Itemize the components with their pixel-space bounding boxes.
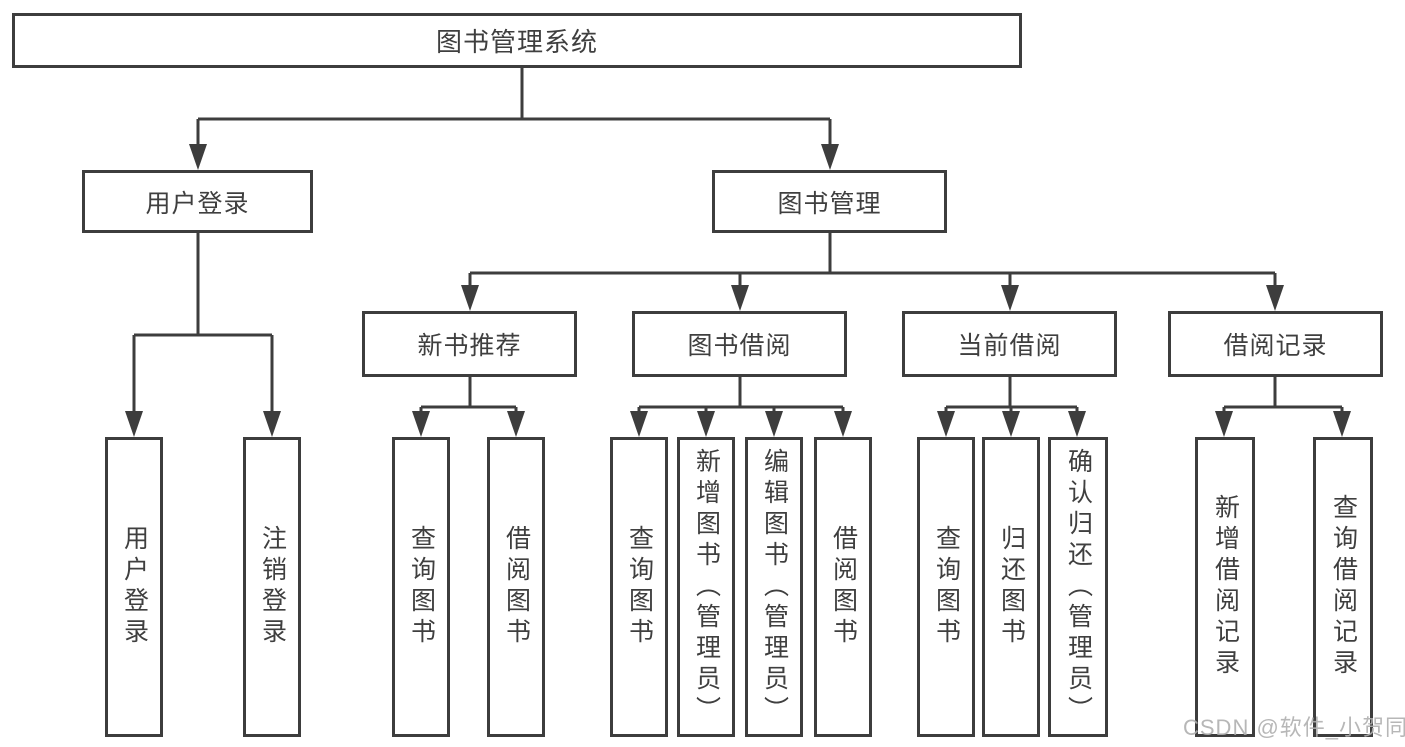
- arrowhead: [1068, 411, 1086, 437]
- connector-user-login-to-leaves: [125, 233, 281, 437]
- node-label: 用户登录: [145, 189, 250, 218]
- node-book-management: 图书管理: [712, 170, 947, 233]
- node-label: 借阅记录: [1223, 332, 1328, 360]
- leaf-label: 借阅图书: [502, 525, 531, 649]
- connector-new-book-to-leaves: [412, 377, 525, 437]
- arrowhead: [1333, 411, 1351, 437]
- node-book-borrow: 图书借阅: [632, 311, 847, 377]
- arrowhead: [1215, 411, 1233, 437]
- arrowhead: [189, 144, 207, 170]
- leaf-label: 归还图书: [997, 525, 1026, 649]
- leaf-search-books-2: 查询图书: [610, 437, 668, 737]
- leaf-search-borrow-record: 查询借阅记录: [1313, 437, 1373, 737]
- leaf-label: 确认归还（管理员）: [1064, 447, 1093, 727]
- arrowhead: [461, 285, 479, 311]
- leaf-label: 新增图书（管理员）: [692, 447, 721, 727]
- connector-root-to-level1: [189, 68, 839, 170]
- csdn-watermark: CSDN @软件_小贺同学: [1183, 715, 1405, 740]
- node-user-login: 用户登录: [82, 170, 313, 233]
- connector-current-borrow-to-leaves: [937, 377, 1086, 437]
- leaf-borrow-books-1: 借阅图书: [487, 437, 545, 737]
- node-label: 图书管理: [777, 189, 882, 218]
- arrowhead: [412, 411, 430, 437]
- arrowhead: [263, 411, 281, 437]
- arrowhead: [1266, 285, 1284, 311]
- leaf-edit-books-admin: 编辑图书（管理员）: [745, 437, 803, 737]
- leaf-label: 查询图书: [407, 525, 436, 649]
- connector-book-borrow-to-leaves: [630, 377, 852, 437]
- node-borrow-records: 借阅记录: [1168, 311, 1383, 377]
- leaf-user-login: 用户登录: [105, 437, 163, 737]
- arrowhead: [821, 144, 839, 170]
- leaf-borrow-books-2: 借阅图书: [814, 437, 872, 737]
- leaf-label: 新增借阅记录: [1211, 494, 1240, 680]
- leaf-search-books-1: 查询图书: [392, 437, 450, 737]
- arrowhead: [1001, 285, 1019, 311]
- node-label: 新书推荐: [417, 332, 522, 360]
- arrowhead: [937, 411, 955, 437]
- leaf-label: 用户登录: [120, 525, 149, 649]
- node-current-borrow: 当前借阅: [902, 311, 1117, 377]
- leaf-label: 编辑图书（管理员）: [760, 447, 789, 727]
- connector-borrow-records-to-leaves: [1215, 377, 1351, 437]
- node-library-management-system: 图书管理系统: [12, 13, 1022, 68]
- arrowhead: [630, 411, 648, 437]
- arrowhead: [834, 411, 852, 437]
- leaf-label: 借阅图书: [829, 525, 858, 649]
- leaf-label: 查询图书: [932, 525, 961, 649]
- node-label: 图书借阅: [687, 332, 792, 360]
- leaf-label: 查询图书: [625, 525, 654, 649]
- leaf-logout: 注销登录: [243, 437, 301, 737]
- leaf-search-books-3: 查询图书: [917, 437, 975, 737]
- leaf-add-borrow-record: 新增借阅记录: [1195, 437, 1255, 737]
- arrowhead: [507, 411, 525, 437]
- leaf-add-books-admin: 新增图书（管理员）: [677, 437, 735, 737]
- leaf-label: 查询借阅记录: [1329, 494, 1358, 680]
- arrowhead: [1002, 411, 1020, 437]
- arrowhead: [731, 285, 749, 311]
- arrowhead: [765, 411, 783, 437]
- node-label: 图书管理系统: [435, 27, 598, 57]
- leaf-confirm-return-admin: 确认归还（管理员）: [1048, 437, 1108, 737]
- arrowhead: [697, 411, 715, 437]
- leaf-return-books: 归还图书: [982, 437, 1040, 737]
- leaf-label: 注销登录: [258, 525, 287, 649]
- arrowhead: [125, 411, 143, 437]
- node-new-book-recommend: 新书推荐: [362, 311, 577, 377]
- connector-book-management-to-level2: [461, 233, 1284, 311]
- node-label: 当前借阅: [957, 332, 1062, 360]
